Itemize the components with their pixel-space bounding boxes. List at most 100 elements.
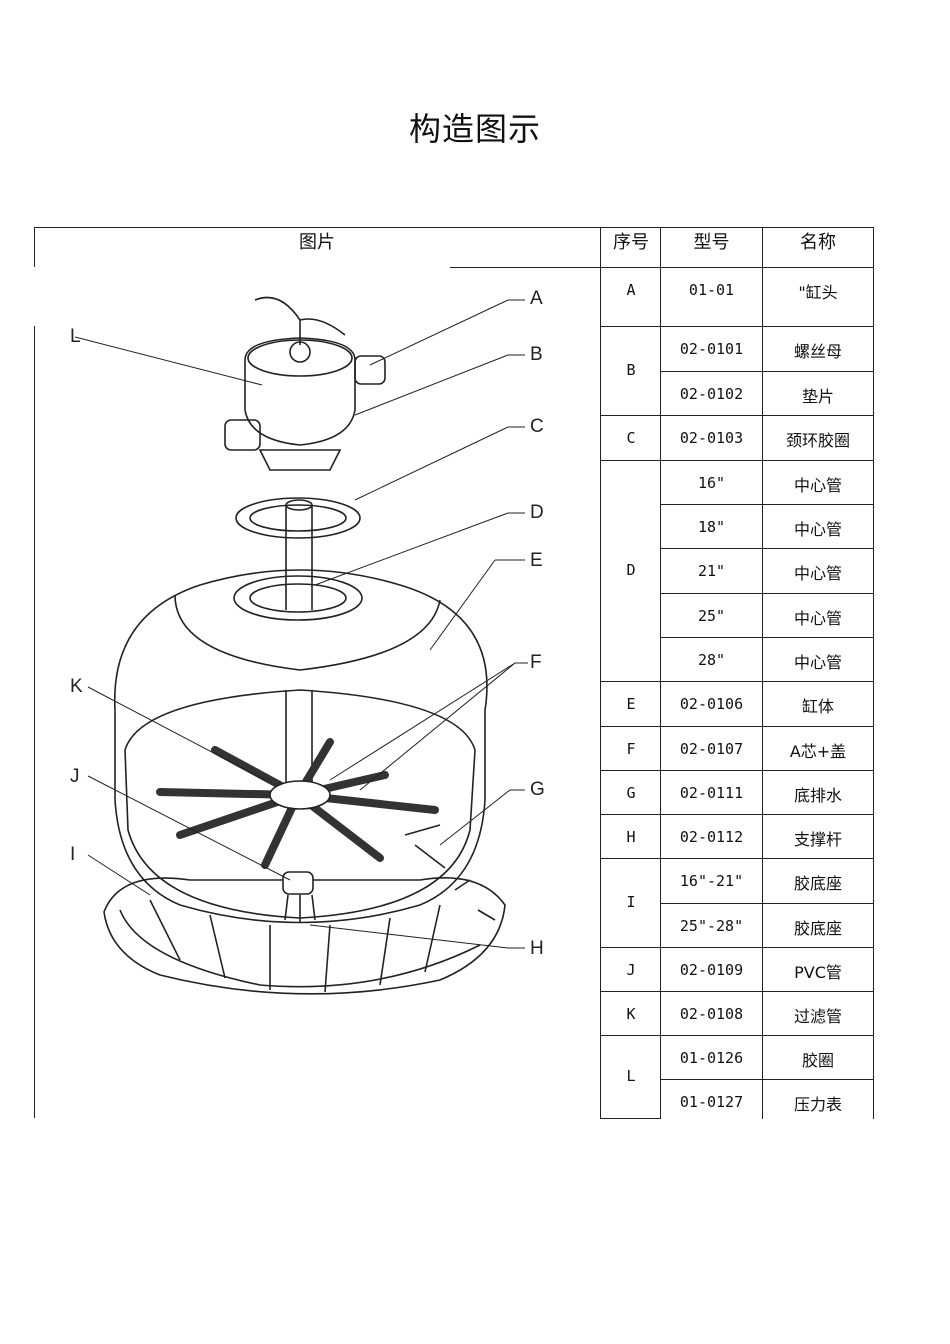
center-pipe xyxy=(285,505,313,790)
model-cell: 02-0107 xyxy=(679,740,744,758)
name-cell: "缸头 xyxy=(798,283,838,302)
row-separator xyxy=(661,903,874,904)
callout-i: I xyxy=(70,844,75,865)
name-cell: 垫片 xyxy=(801,387,834,406)
callout-f: F xyxy=(530,652,542,673)
model-cell: 01-0127 xyxy=(679,1093,744,1111)
callout-j: J xyxy=(70,766,80,787)
name-cell: A芯+盖 xyxy=(789,742,847,761)
name-cell: 螺丝母 xyxy=(793,342,842,361)
seq-cell: F xyxy=(626,740,636,758)
name-cell: 中心管 xyxy=(793,609,842,628)
group-separator xyxy=(600,858,874,859)
seq-cell: I xyxy=(626,892,636,911)
table-left-border-upper xyxy=(34,227,35,267)
page-title: 构造图示 xyxy=(408,110,541,148)
table-bottom-border xyxy=(600,1118,661,1119)
model-cell: 02-0102 xyxy=(679,385,744,403)
seq-cell: K xyxy=(626,1005,636,1023)
table-right-border xyxy=(873,227,874,1119)
callout-b: B xyxy=(530,344,543,365)
table-left-border-lower xyxy=(34,326,35,1118)
callout-g: G xyxy=(530,779,545,800)
seq-cell: B xyxy=(626,360,636,379)
base-outline xyxy=(103,877,506,995)
callout-e: E xyxy=(530,550,543,571)
group-separator xyxy=(600,460,874,461)
group-separator xyxy=(600,415,874,416)
callout-a: A xyxy=(530,288,543,309)
seq-cell: C xyxy=(626,429,636,447)
multiport-valve xyxy=(244,337,356,446)
row-separator xyxy=(661,548,874,549)
name-cell: 中心管 xyxy=(793,564,842,583)
model-cell: 18" xyxy=(697,518,726,536)
name-cell: 中心管 xyxy=(793,520,842,539)
picture-header-bottom xyxy=(450,267,601,268)
callout-c: C xyxy=(530,416,544,437)
seq-cell: L xyxy=(626,1066,636,1085)
name-cell: 缸体 xyxy=(801,697,834,716)
name-cell: 过滤管 xyxy=(793,1007,842,1026)
picture-column-divider xyxy=(600,227,601,1119)
name-cell: 胶圈 xyxy=(801,1051,834,1070)
name-cell: 胶底座 xyxy=(793,874,842,893)
name-cell: 底排水 xyxy=(793,786,842,805)
header-picture: 图片 xyxy=(299,232,335,253)
group-separator xyxy=(600,991,874,992)
group-separator xyxy=(600,1035,874,1036)
name-cell: 压力表 xyxy=(793,1095,842,1114)
filter-exploded-diagram: A B C D E F G H I J K L xyxy=(70,288,545,995)
name-cell: 颈环胶圈 xyxy=(785,431,850,450)
model-cell: 02-0112 xyxy=(679,828,744,846)
row-separator xyxy=(661,637,874,638)
group-separator xyxy=(600,770,874,771)
model-cell: 02-0101 xyxy=(679,340,744,358)
group-separator xyxy=(600,726,874,727)
model-cell: 16"-21" xyxy=(679,872,744,890)
gasket-ring xyxy=(235,497,361,539)
header-seq: 序号 xyxy=(613,232,649,253)
group-separator xyxy=(600,947,874,948)
name-cell: 胶底座 xyxy=(793,919,842,938)
name-cell: PVC管 xyxy=(794,963,842,982)
row-separator xyxy=(661,371,874,372)
model-cell: 01-01 xyxy=(688,281,735,299)
seq-cell: H xyxy=(626,828,636,846)
name-cell: 支撑杆 xyxy=(793,830,842,849)
seq-cell: D xyxy=(626,560,636,579)
seq-cell: A xyxy=(626,281,636,299)
name-cell: 中心管 xyxy=(793,476,842,495)
callout-l: L xyxy=(70,326,81,347)
model-cell: 02-0103 xyxy=(679,429,744,447)
group-separator xyxy=(600,267,874,268)
table-top-border xyxy=(34,227,874,228)
seq-cell: J xyxy=(626,961,636,979)
group-separator xyxy=(600,681,874,682)
header-model: 型号 xyxy=(693,232,730,253)
seq-cell: E xyxy=(626,695,636,713)
model-cell: 01-0126 xyxy=(679,1049,744,1067)
tank-body xyxy=(113,569,488,924)
header-name: 名称 xyxy=(800,232,836,253)
seq-cell: G xyxy=(626,784,636,802)
model-cell: 02-0109 xyxy=(679,961,744,979)
callout-k: K xyxy=(70,676,83,697)
model-column-divider xyxy=(762,227,763,1119)
callout-h: H xyxy=(530,938,544,959)
row-separator xyxy=(661,504,874,505)
model-cell: 02-0106 xyxy=(679,695,744,713)
group-separator xyxy=(600,326,874,327)
seq-column-divider xyxy=(660,227,661,1119)
callout-d: D xyxy=(530,502,544,523)
name-cell: 中心管 xyxy=(793,653,842,672)
model-cell: 28" xyxy=(697,651,726,669)
model-cell: 25"-28" xyxy=(679,917,744,935)
model-cell: 21" xyxy=(697,562,726,580)
row-separator xyxy=(661,1079,874,1080)
model-cell: 02-0111 xyxy=(679,784,744,802)
model-cell: 16" xyxy=(697,474,726,492)
model-cell: 02-0108 xyxy=(679,1005,744,1023)
row-separator xyxy=(661,593,874,594)
group-separator xyxy=(600,814,874,815)
